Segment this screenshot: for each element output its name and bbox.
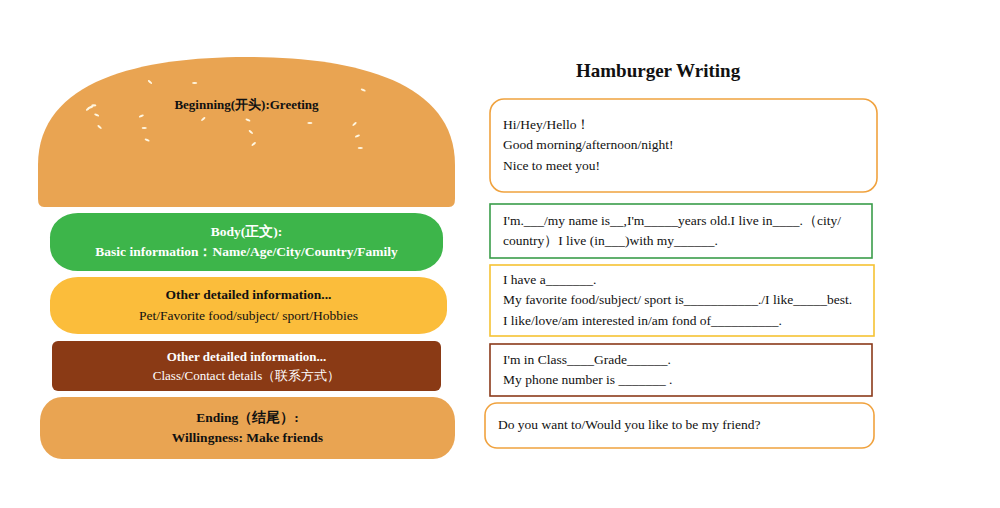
sesame-seed (139, 114, 145, 118)
sesame-seed (147, 79, 152, 84)
basic-info-box: I'm.___/my name is__,I'm_____years old.I… (489, 203, 873, 259)
sesame-seed (307, 122, 312, 124)
bun-outline (38, 57, 455, 207)
sesame-seed (245, 118, 251, 122)
greeting-box: Hi/Hey/Hello！Good morning/afternoon/nigh… (489, 98, 878, 193)
basic-info-box-shape (489, 203, 873, 259)
detail-box: I have a_______.My favorite food/subject… (489, 264, 875, 337)
template-line: I'm.___/my name is__,I'm_____years old.I… (503, 211, 859, 252)
patty-layer: Other detailed information...Class/Conta… (52, 341, 441, 391)
diagram-title: Hamburger Writing (576, 60, 740, 82)
sesame-seed (358, 147, 363, 149)
top-bun: Beginning(开头):Greeting (38, 57, 455, 207)
layer-heading: Beginning(开头):Greeting (58, 95, 435, 115)
contact-box-shape (489, 343, 873, 397)
layer-outline (52, 341, 441, 391)
sesame-seed (94, 113, 100, 117)
sesame-seed (248, 129, 253, 134)
box-outline (490, 99, 877, 192)
template-line: Good morning/afternoon/night! (503, 135, 864, 155)
lettuce-layer: Body(正文):Basic information：Name/Age/City… (50, 213, 443, 271)
box-outline (485, 403, 874, 448)
box-outline (490, 204, 872, 258)
box-outline (490, 344, 872, 396)
sesame-seed (251, 141, 256, 146)
template-line: I like/love/am interested in/am fond of_… (503, 311, 861, 331)
sesame-seed (360, 88, 366, 92)
ending-box: Do you want to/Would you like to be my f… (484, 402, 875, 449)
sesame-seed (91, 104, 96, 106)
bottom-bun: Ending（结尾）:Willingness: Make friends (40, 397, 455, 459)
sesame-seed (97, 124, 102, 129)
layer-detail: Basic information：Name/Age/City/Country/… (68, 242, 425, 262)
box-outline (490, 265, 874, 336)
template-line: My phone number is _______ . (503, 370, 859, 390)
layer-outline (50, 213, 443, 271)
template-line: Do you want to/Would you like to be my f… (498, 415, 861, 435)
layer-detail: Pet/Favorite food/subject/ sport/Hobbies (68, 306, 429, 326)
template-line: I'm in Class____Grade______. (503, 350, 859, 370)
layer-detail: Class/Contact details（联系方式） (70, 366, 423, 386)
contact-box: I'm in Class____Grade______.My phone num… (489, 343, 873, 397)
bottom-bun-shape (40, 397, 455, 459)
template-line: I have a_______. (503, 270, 861, 290)
layer-heading: Other detailed information... (68, 285, 429, 305)
sesame-seed (192, 82, 197, 84)
template-line: Nice to meet you! (503, 156, 864, 176)
layer-outline (50, 277, 447, 334)
layer-detail: Willingness: Make friends (58, 428, 437, 448)
sesame-seed (201, 116, 206, 121)
top-bun-shape (38, 57, 455, 207)
sesame-seed (352, 121, 357, 126)
template-line: Hi/Hey/Hello！ (503, 115, 864, 135)
layer-heading: Ending（结尾）: (58, 408, 437, 428)
cheese-layer: Other detailed information...Pet/Favorit… (50, 277, 447, 334)
cheese-layer-shape (50, 277, 447, 334)
sesame-seed (144, 138, 150, 142)
bun-outline (40, 397, 455, 459)
sesame-seed (355, 134, 361, 138)
layer-heading: Body(正文): (68, 222, 425, 242)
layer-heading: Other detailed information... (70, 347, 423, 367)
template-line: My favorite food/subject/ sport is______… (503, 290, 861, 310)
lettuce-layer-shape (50, 213, 443, 271)
sesame-seed (142, 127, 147, 129)
